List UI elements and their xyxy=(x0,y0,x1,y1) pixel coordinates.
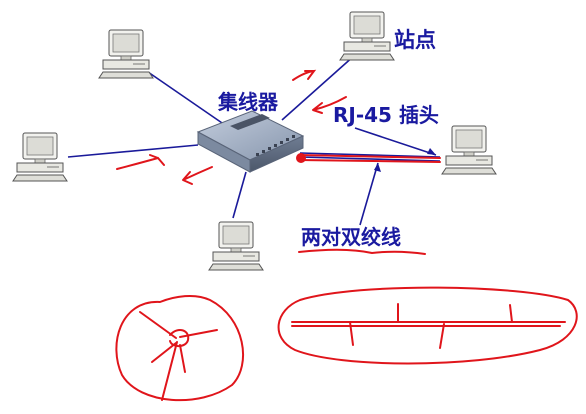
pc-left-icon xyxy=(12,132,68,182)
ellipse-bus-line xyxy=(291,321,566,327)
cable-right-2 xyxy=(299,156,441,162)
circle-spoke-2 xyxy=(179,329,218,338)
pc-bottom-icon xyxy=(208,221,264,271)
arrow-stroke-top xyxy=(292,69,317,81)
pc-right-icon xyxy=(441,125,497,175)
red-annotations xyxy=(115,69,578,402)
arrow-stroke-mid xyxy=(312,96,347,114)
cables xyxy=(67,54,441,226)
twisted-pair-pointer xyxy=(359,162,379,226)
circle-hub-dot xyxy=(169,328,190,348)
ellipse-drop-3 xyxy=(439,323,445,349)
cable-bottom xyxy=(232,171,247,219)
ellipse-drop-1 xyxy=(349,321,354,346)
red-twisted-pair xyxy=(298,154,441,163)
rj45-label: RJ-45 插头 xyxy=(333,103,439,127)
arrow-stroke-left-2 xyxy=(182,166,213,185)
cable-top-right xyxy=(281,54,356,121)
circle-spoke-5 xyxy=(161,341,178,401)
pc-top-right-icon xyxy=(339,11,395,61)
circle-spoke-3 xyxy=(151,342,177,363)
circle-spoke-1 xyxy=(139,311,177,339)
cable-top-left xyxy=(147,71,226,126)
circle-spoke-4 xyxy=(179,344,186,373)
circle-sketch xyxy=(115,294,245,402)
hub xyxy=(196,110,305,173)
hub-label: 集线器 xyxy=(217,90,279,114)
underline-stroke xyxy=(298,248,426,255)
station-label: 站点 xyxy=(394,28,436,52)
rj45-pointer-head xyxy=(427,148,436,155)
arrow-stroke-left xyxy=(116,154,165,170)
pc-top-left-icon xyxy=(98,29,154,79)
rj45-pointer xyxy=(354,127,437,156)
cable-right xyxy=(299,152,441,158)
twisted-pair-pointer-head xyxy=(374,163,381,172)
twisted-pair-label: 两对双绞线 xyxy=(301,225,401,249)
cable-left xyxy=(67,144,199,158)
ellipse-sketch xyxy=(277,286,578,365)
ellipse-drop-4 xyxy=(509,304,513,323)
red-plug-dot xyxy=(296,153,306,163)
